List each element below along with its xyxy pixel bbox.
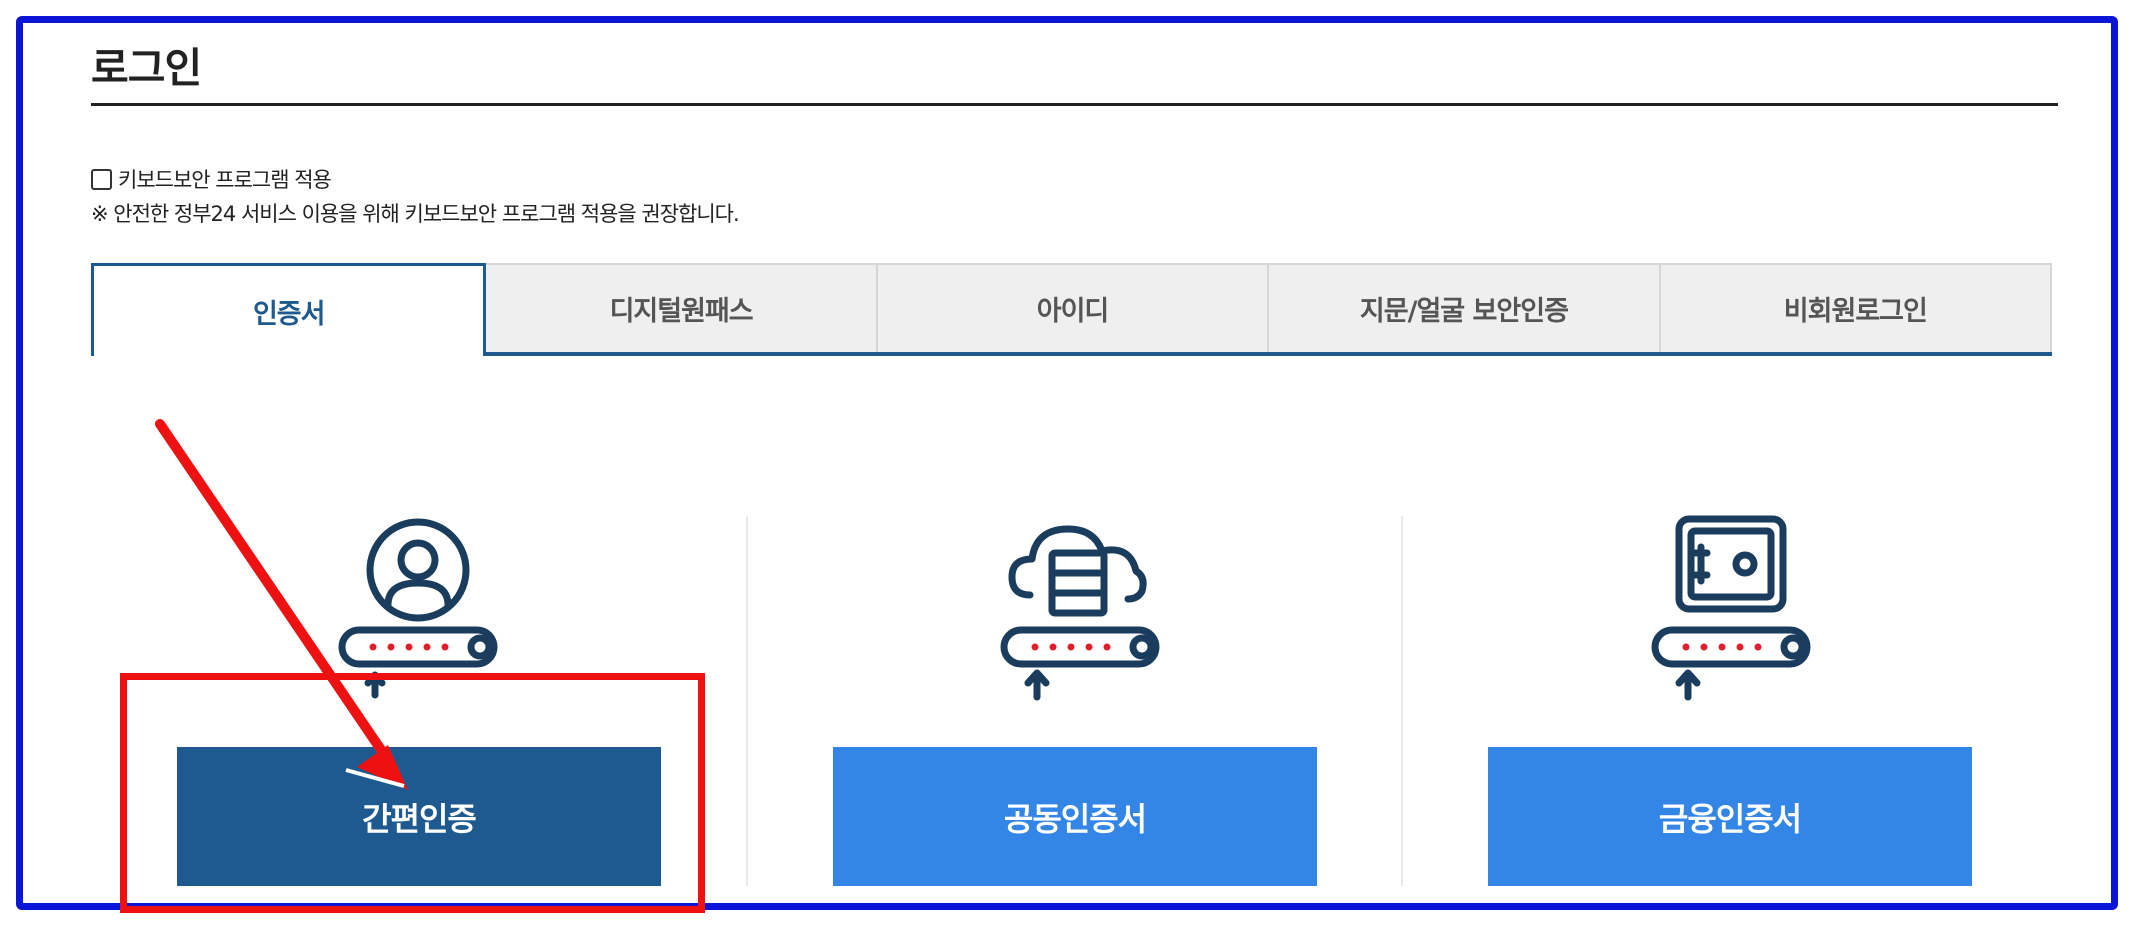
tab-digital-onepass[interactable]: 디지털원패스 (486, 263, 878, 352)
column-divider (746, 516, 748, 886)
column-divider (1401, 516, 1403, 886)
tab-id[interactable]: 아이디 (877, 263, 1270, 352)
login-tabs: 인증서 디지털원패스 아이디 지문/얼굴 보안인증 비회원로그인 (91, 263, 2053, 356)
tab-non-member[interactable]: 비회원로그인 (1660, 263, 2053, 352)
simple-auth-button[interactable]: 간편인증 (177, 747, 661, 886)
cloud-server-password-icon (990, 515, 1170, 705)
keyboard-security-checkbox[interactable] (91, 168, 112, 190)
tab-certificate[interactable]: 인증서 (91, 263, 487, 356)
page-title: 로그인 (91, 44, 202, 92)
keyboard-security-label: 키보드보안 프로그램 적용 (118, 168, 332, 192)
title-divider (91, 103, 2058, 106)
keyboard-security-row: 키보드보안 프로그램 적용 (91, 164, 332, 194)
tab-biometric[interactable]: 지문/얼굴 보안인증 (1269, 263, 1661, 352)
financial-certificate-button[interactable]: 금융인증서 (1488, 747, 1972, 886)
joint-certificate-button[interactable]: 공동인증서 (833, 747, 1317, 886)
safe-password-icon (1641, 515, 1821, 705)
keyboard-security-note: ※ 안전한 정부24 서비스 이용을 위해 키보드보안 프로그램 적용을 권장합… (91, 202, 740, 226)
user-password-icon (328, 515, 508, 705)
